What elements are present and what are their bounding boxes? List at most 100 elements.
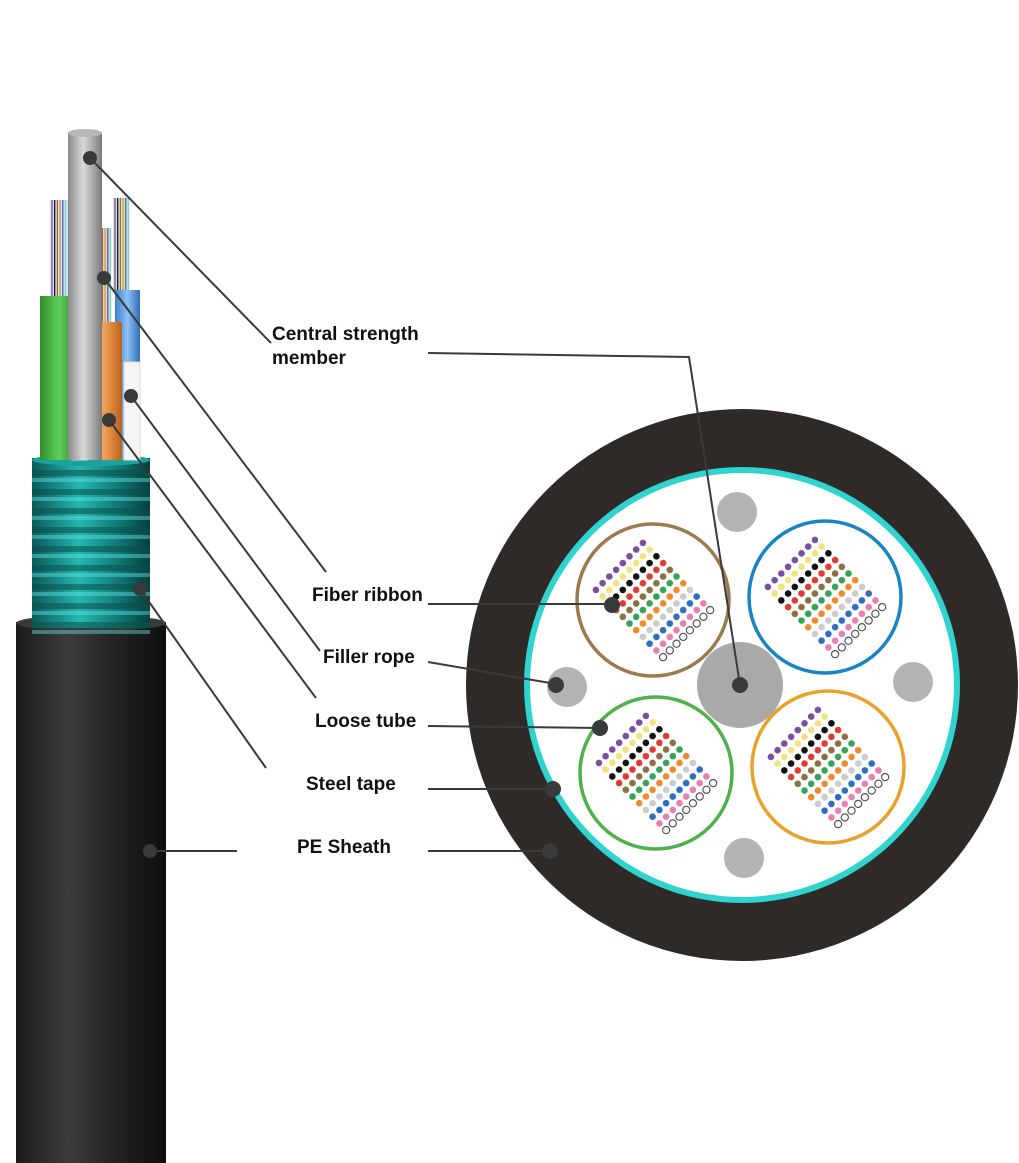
fiber-dot xyxy=(854,773,862,781)
fiber-dot xyxy=(767,753,775,761)
tape-rib xyxy=(32,546,150,552)
tape-rib-highlight xyxy=(32,630,150,634)
fiber-dot xyxy=(661,825,671,835)
fiber-dot xyxy=(653,553,660,560)
fiber-dot xyxy=(858,583,866,591)
fiber-dot xyxy=(821,740,828,747)
tape-rib-highlight xyxy=(32,573,150,577)
leader-filler-right xyxy=(427,661,557,685)
tape-rib-highlight xyxy=(32,592,150,596)
loose-tube-orange-section xyxy=(750,689,906,845)
fiber-dot xyxy=(801,733,808,741)
fiber-dot xyxy=(632,586,640,594)
fiber-dot xyxy=(825,617,832,624)
fiber-dot xyxy=(838,563,846,571)
fiber-dot xyxy=(867,786,876,795)
fiber-dot xyxy=(828,773,835,781)
fiber-dot xyxy=(665,646,675,655)
fiber-dot xyxy=(612,579,620,587)
fiber-dot xyxy=(811,630,819,638)
fiber-dot xyxy=(629,739,636,747)
fiber-dot xyxy=(696,766,703,773)
fiber-dot xyxy=(639,593,647,600)
fiber-dot xyxy=(851,590,859,597)
fiber-dot xyxy=(811,576,819,584)
fiber-dot xyxy=(682,766,690,773)
loose-tube-ring xyxy=(575,522,731,678)
fiber-dot xyxy=(845,623,852,631)
loose-tube-blue-section xyxy=(747,519,903,675)
fiber-dot xyxy=(860,793,870,802)
fiber-dot xyxy=(833,819,843,829)
fiber-dot xyxy=(682,805,691,815)
fiber-dot xyxy=(632,546,640,553)
fiber-dot xyxy=(673,626,680,634)
dot xyxy=(592,720,608,736)
fiber-dot xyxy=(818,583,825,591)
filler-rope-side-2 xyxy=(123,361,141,461)
fiber-dot xyxy=(635,719,643,726)
fiber-dot xyxy=(626,566,633,574)
fiber-dot xyxy=(629,752,636,760)
fiber-dot xyxy=(825,563,832,571)
fiber-dot xyxy=(865,590,872,597)
fiber-dot xyxy=(811,603,819,611)
fiber-dot xyxy=(825,576,832,584)
fiber-dot xyxy=(649,773,656,780)
leader-filler-left xyxy=(130,395,321,652)
fiber-dot xyxy=(818,610,825,618)
fiber-dot xyxy=(864,616,873,625)
fiber-dot xyxy=(764,583,772,591)
fiber-dot xyxy=(831,556,839,564)
fiber-ribbon-stack xyxy=(767,706,890,829)
fiber-dot xyxy=(658,652,668,662)
fiber-dot xyxy=(821,726,828,734)
fiber-dot xyxy=(821,767,828,774)
fiber-dot xyxy=(791,597,799,604)
fiber-dot xyxy=(669,806,677,814)
fiber-dot xyxy=(669,793,677,800)
fiber-dot xyxy=(622,732,630,740)
fiber-dot xyxy=(619,600,627,607)
fiber-dot xyxy=(696,779,703,787)
loose-tube-ring xyxy=(578,695,734,851)
fiber-dot xyxy=(702,785,711,795)
fiber-dot xyxy=(699,612,708,622)
fiber-dot xyxy=(656,779,663,787)
fiber-dot xyxy=(841,760,849,767)
fiber-dot xyxy=(838,617,846,624)
fiber-dot xyxy=(854,760,862,767)
fiber-dot xyxy=(848,793,855,801)
fiber-dot xyxy=(646,613,653,621)
fiber-dot xyxy=(814,720,822,727)
fiber-dot xyxy=(666,566,674,574)
fiber-dot xyxy=(609,759,616,767)
tape-rib-highlight xyxy=(32,478,150,482)
fiber-dot xyxy=(609,746,616,753)
fiber-dot xyxy=(834,726,842,734)
fiber-dot xyxy=(828,733,835,741)
fiber-dot xyxy=(673,573,680,580)
fiber-dot xyxy=(615,766,623,773)
fiber-dot xyxy=(871,609,880,619)
fiber-dot xyxy=(649,732,656,740)
fiber-dot xyxy=(781,753,788,761)
fiber-dot xyxy=(632,613,640,621)
fiber-dot xyxy=(778,570,785,577)
fiber-dot xyxy=(708,778,718,788)
fiber-dot xyxy=(807,726,815,734)
fiber-dot xyxy=(801,720,808,727)
fiber-dot xyxy=(629,793,636,800)
fiber-dot xyxy=(599,593,606,600)
fiber-dot xyxy=(798,617,805,624)
rod-tip xyxy=(68,129,102,137)
fiber-dot xyxy=(821,780,828,788)
fiber-dot xyxy=(838,576,846,584)
fiber-dot xyxy=(798,603,805,611)
fiber-dot xyxy=(801,760,808,767)
fiber-dot xyxy=(656,806,663,814)
fiber-dot xyxy=(668,819,678,828)
tape-rib xyxy=(32,622,150,628)
fiber-dot xyxy=(828,787,835,794)
fiber-dot xyxy=(649,719,656,726)
